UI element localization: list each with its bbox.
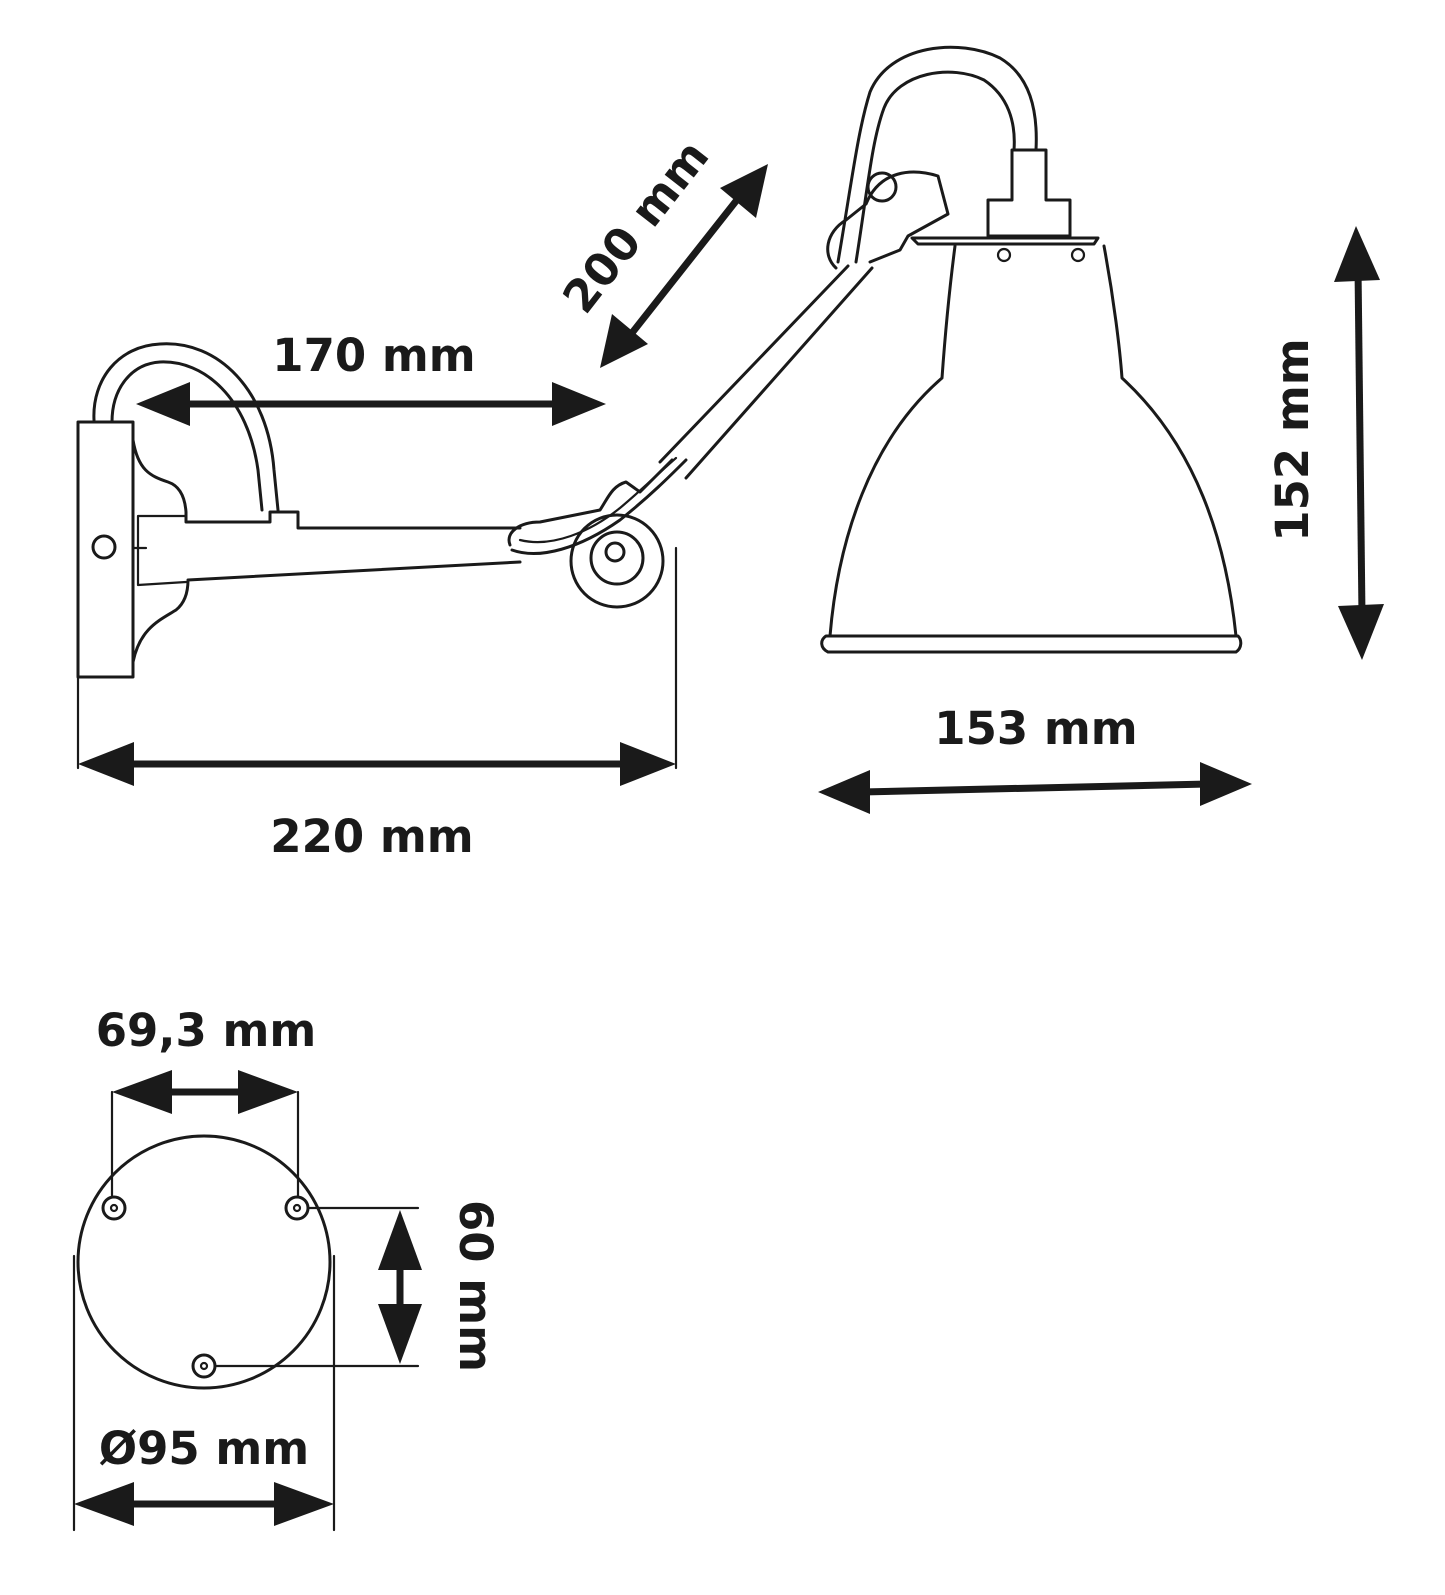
lamp-side-view (76, 45, 1243, 679)
shade-screw-left (996, 247, 1012, 263)
label-total-reach: 220 mm (270, 810, 473, 863)
dim-shade-width-arrow-right (1200, 762, 1252, 806)
dim-total-reach-arrow-left (78, 742, 134, 786)
base-plate (76, 1134, 332, 1390)
dim-total-reach-arrow-right (620, 742, 676, 786)
dim-hole-spacing-arrow-left (112, 1070, 172, 1114)
dim-shade-height-line (1354, 267, 1366, 617)
dim-shade-height-arrow-bottom (1338, 604, 1384, 660)
dim-upper-arm-line (625, 193, 743, 341)
label-vertical-spacing: 60 mm (449, 1200, 502, 1372)
elbow-joint (507, 458, 674, 547)
label-hole-spacing: 69,3 mm (96, 1004, 316, 1057)
shade-rim (820, 634, 1243, 654)
dimension-lines-side (76, 164, 1384, 814)
wall-plate-screw (91, 534, 117, 560)
dim-shade-width-line (861, 780, 1209, 796)
dim-base-diameter-arrow-left (74, 1482, 134, 1526)
wall-bracket-inner (131, 514, 188, 587)
label-shade-width: 153 mm (934, 702, 1137, 755)
dim-shade-width-arrow-left (818, 770, 870, 814)
label-upper-arm: 200 mm (552, 130, 719, 323)
shoulder-knob (866, 171, 898, 203)
shade-cable-hook (836, 45, 1038, 264)
dim-shade-height-arrow-top (1334, 226, 1380, 282)
mount-hole-left (101, 1195, 127, 1221)
dim-upper-arm-arrow-low (600, 314, 648, 368)
dim-vertical-spacing-arrow-bottom (378, 1304, 422, 1364)
dim-upper-arm-arrow-high (720, 164, 768, 218)
shade-socket (986, 148, 1072, 238)
dimension-labels: 170 mm 200 mm 152 mm 153 mm 220 mm 69,3 … (96, 130, 1319, 1475)
elbow-knob-mid (589, 530, 645, 586)
shade-body (828, 244, 1238, 638)
cable-loop-inner (110, 360, 264, 512)
wall-plate (76, 420, 135, 679)
mount-hole-right (284, 1195, 310, 1221)
elbow-cable (510, 458, 688, 555)
dim-arm-length-arrow-left (136, 382, 190, 426)
dim-base-diameter-arrow-right (274, 1482, 334, 1526)
shade-collar (910, 236, 1100, 246)
mount-hole-bottom-core (199, 1361, 209, 1371)
shade-screw-right (1070, 247, 1086, 263)
mount-hole-right-core (292, 1203, 302, 1213)
label-base-diameter: Ø95 mm (99, 1422, 309, 1475)
dim-vertical-spacing-arrow-top (378, 1210, 422, 1270)
dim-arm-length-arrow-right (552, 382, 606, 426)
elbow-knob-inner (604, 541, 626, 563)
cable-loop (92, 342, 280, 512)
mount-hole-bottom (191, 1353, 217, 1379)
dim-hole-spacing-arrow-right (238, 1070, 298, 1114)
elbow-cable-inner (518, 456, 678, 544)
wall-bracket (131, 438, 522, 664)
base-plate-view (72, 1070, 422, 1532)
label-arm-length: 170 mm (272, 329, 475, 382)
mount-hole-left-core (109, 1203, 119, 1213)
label-shade-height: 152 mm (1266, 338, 1319, 541)
shade-cable-hook-inner (854, 70, 1016, 264)
upper-arm (658, 264, 874, 480)
elbow-knob-outer (569, 513, 665, 609)
